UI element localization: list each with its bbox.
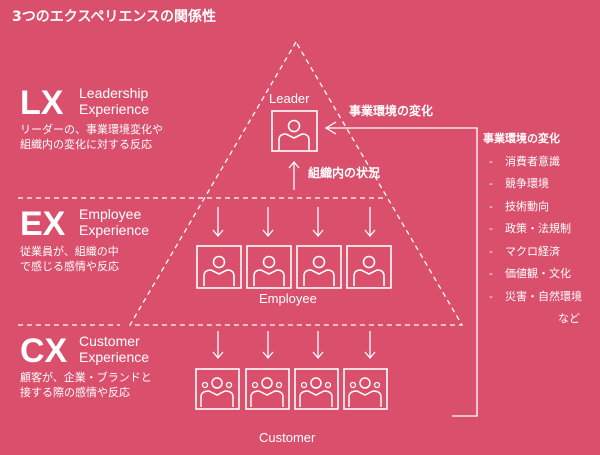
cx-name-2: Experience (79, 349, 150, 365)
lx-desc-2: 組織内の変化に対する反応 (20, 138, 152, 151)
customer-icon (195, 368, 240, 410)
customer-label: Customer (259, 430, 316, 445)
page-title: 3つのエクスペリエンスの関係性 (12, 9, 217, 25)
ex-abbr: EX (20, 205, 66, 243)
ex-name-1: Employee (79, 206, 142, 222)
env-list-heading: 事業環境の変化 (483, 132, 560, 145)
env-bracket (324, 121, 478, 417)
env-list-item: -技術動向 (489, 199, 549, 213)
lx-name-2: Experience (79, 101, 150, 117)
env-change-list: 事業環境の変化 -消費者意識 -競争環境 -技術動向 -政策・法規制 -マクロ経… (483, 128, 582, 331)
employee-icon (246, 245, 292, 289)
customer-icon (245, 368, 290, 410)
lx-abbr: LX (20, 84, 64, 122)
pyramid (18, 40, 464, 326)
employee-icon (196, 245, 242, 289)
env-list-item: -消費者意識 (489, 154, 560, 168)
employee-icon (346, 245, 392, 289)
env-list-item: -価値観・文化 (489, 267, 571, 280)
lx-desc: リーダーの、事業環境変化や組織内の変化に対する反応 (20, 122, 163, 152)
customer-icon (343, 368, 388, 410)
customer-icon (294, 368, 339, 410)
env-list-item: -競争環境 (489, 177, 549, 190)
leader-icon (271, 110, 318, 152)
customer-icons (195, 368, 388, 410)
ex-desc-1: 従業員が、組織の中 (20, 245, 119, 258)
env-change-label: 事業環境の変化 (349, 104, 434, 118)
env-list-item: -災害・自然環境 (489, 289, 582, 303)
employee-icon (296, 245, 342, 289)
employee-icons (196, 245, 392, 289)
leader-label: Leader (269, 91, 310, 106)
arrows (212, 160, 376, 360)
cx-abbr: CX (20, 332, 68, 370)
cx-desc-2: 接する際の感情や反応 (20, 386, 130, 399)
cx-name-1: Customer (79, 333, 140, 349)
org-status-label: 組織内の状況 (308, 166, 381, 180)
cx-desc: 顧客が、企業・ブランドと接する際の感情や反応 (20, 370, 152, 400)
env-list-item: -政策・法規制 (489, 222, 571, 235)
env-list-footer: など (557, 312, 580, 325)
ex-name-2: Experience (79, 222, 150, 238)
ex-desc-2: で感じる感情や反応 (20, 260, 119, 273)
cx-desc-1: 顧客が、企業・ブランドと (20, 371, 152, 384)
lx-desc-1: リーダーの、事業環境変化や (20, 123, 163, 136)
env-list-item: -マクロ経済 (489, 244, 560, 258)
ex-desc: 従業員が、組織の中で感じる感情や反応 (20, 244, 119, 274)
lx-name-1: Leadership (79, 85, 149, 101)
employee-label: Employee (259, 291, 317, 306)
